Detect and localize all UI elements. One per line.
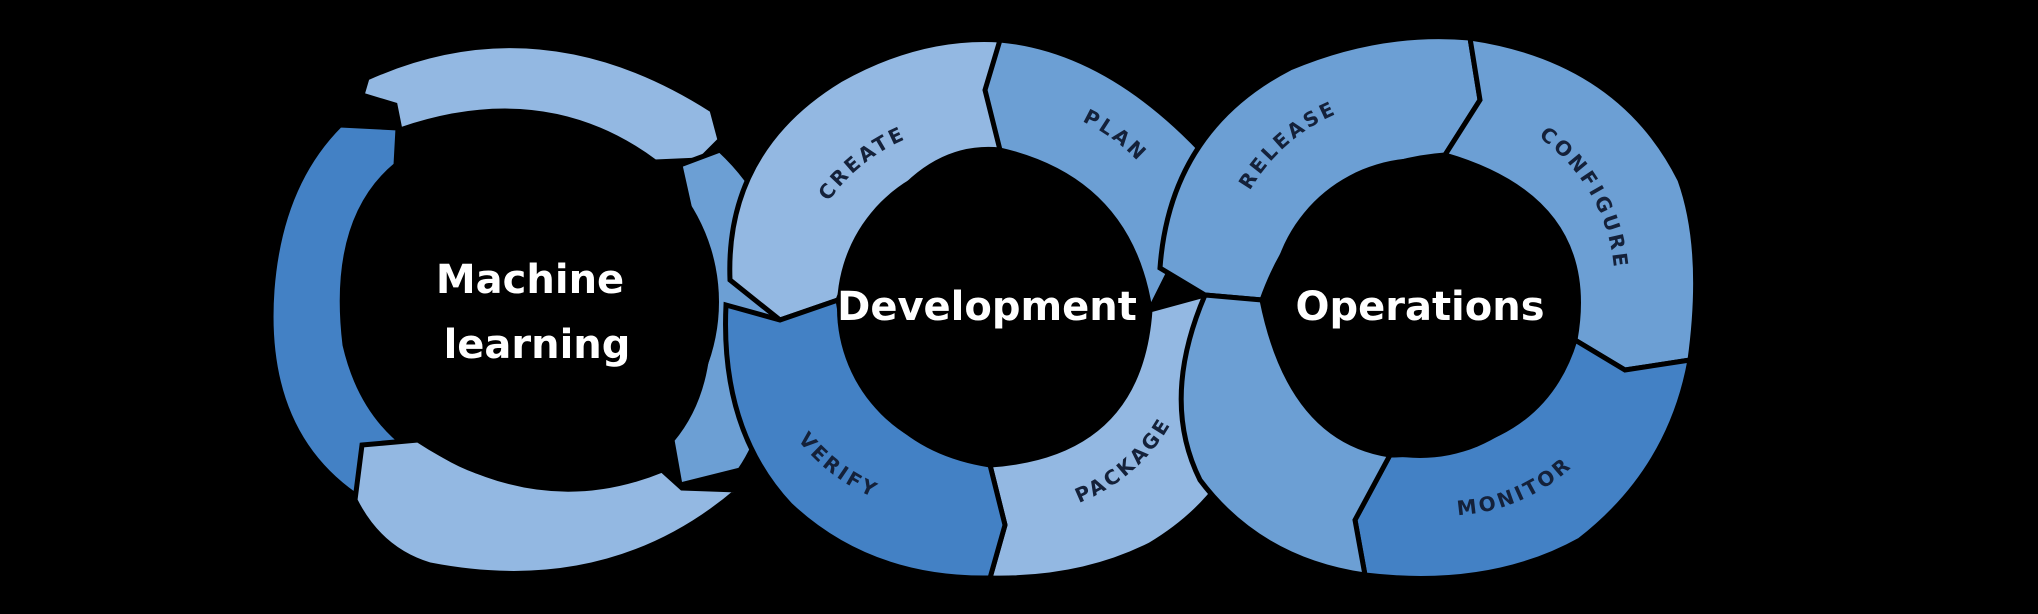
ops-title: Operations (1295, 284, 1544, 330)
ring-machine-learning: Machine learning (268, 43, 786, 576)
ml-title-line-1: Machine (436, 257, 624, 303)
dev-center-disc (837, 158, 1137, 458)
ml-center-disc (355, 120, 719, 484)
ml-segment-top (358, 43, 723, 165)
ops-center-disc (1270, 158, 1570, 458)
ml-title: Machine learning (436, 257, 638, 368)
ops-segment-configure (1441, 35, 1699, 373)
ml-title-line-2: learning (444, 322, 631, 368)
ring-operations: Operations RELEASE CONFIGURE MONITOR (1157, 34, 1699, 581)
dev-title: Development (837, 284, 1137, 330)
ml-segment-bottom (352, 437, 745, 576)
ops-segment-left (1178, 292, 1394, 578)
